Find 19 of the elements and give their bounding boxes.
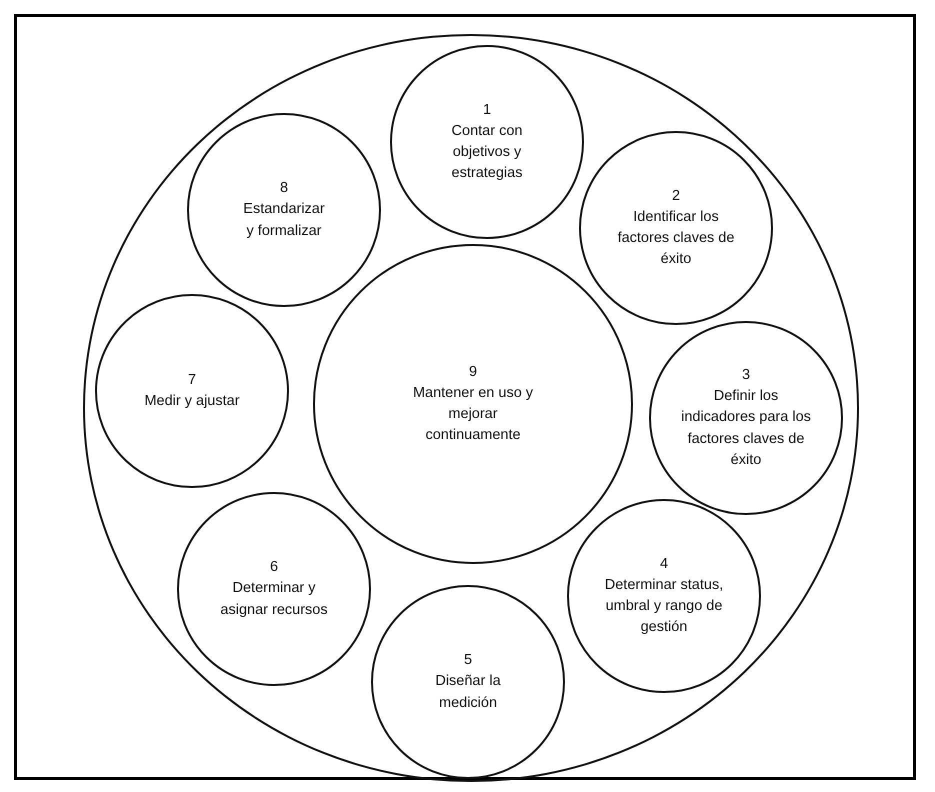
step-label: Diseñar la medición [434, 672, 502, 712]
step-number: 3 [742, 366, 750, 386]
step-number: 6 [270, 558, 278, 578]
step-number: 1 [482, 100, 492, 120]
step-label: Contar con objetivos y estrategias [450, 122, 524, 184]
outer-circle [83, 34, 859, 782]
step-number: 4 [660, 554, 668, 574]
step-number: 5 [464, 651, 472, 670]
step-label: Identificar los factores claves de éxito [617, 208, 735, 270]
step-label: Estandarizar y formalizar [242, 200, 326, 240]
step-number: 9 [468, 362, 478, 382]
step-label: Determinar status, umbral y rango de gestión [604, 576, 724, 638]
step-label: Definir los indicadores para los factores claves de éxito [680, 387, 812, 470]
step-number: 2 [672, 186, 680, 206]
step-label: Mantener en uso y mejorar continuamente [412, 384, 534, 446]
step-label: Determinar y asignar recursos [219, 579, 329, 620]
step-label: Medir y ajustar [143, 392, 241, 411]
step-number: 8 [280, 179, 288, 198]
step-number: 7 [188, 370, 196, 390]
